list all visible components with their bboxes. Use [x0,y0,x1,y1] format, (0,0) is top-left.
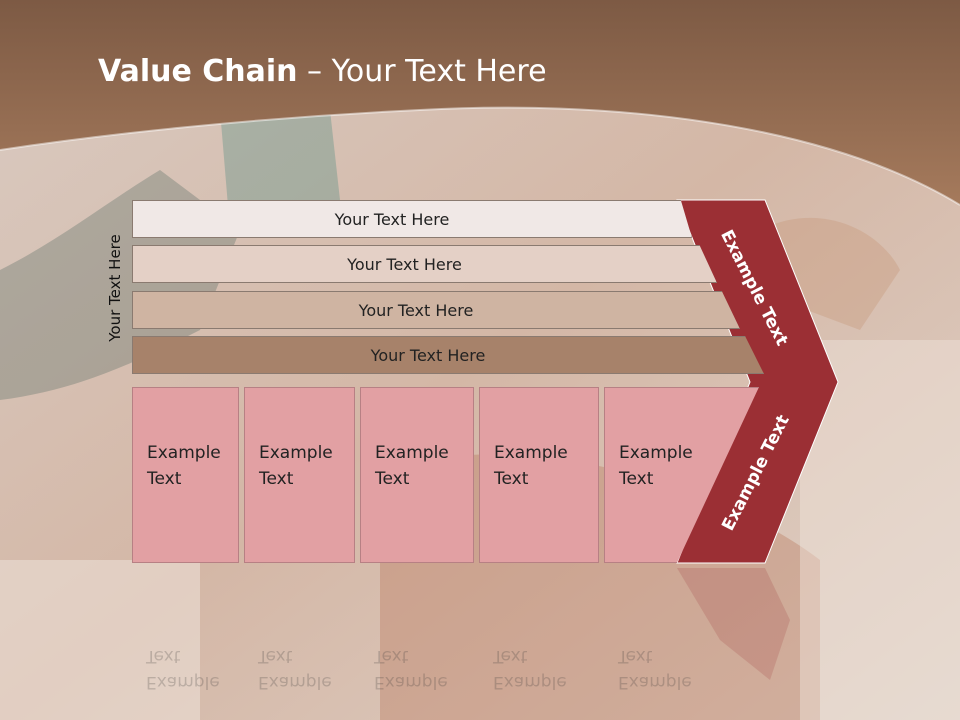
box-line1: Example [619,443,693,463]
box-line1: Example [375,443,449,463]
box-line2: Text [494,469,529,489]
box-line1: Example [494,443,568,463]
vertical-axis-label: Your Text Here [106,234,124,342]
box-line2: Text [375,469,410,489]
bar-label: Your Text Here [347,254,462,274]
slide-title: Value Chain – Your Text Here [98,54,547,89]
box-line1: Example [147,443,221,463]
box-line1: Example [259,443,333,463]
bar-label: Your Text Here [358,300,474,320]
support-bar-1: Your Text Here [132,200,692,238]
title-rest: – Your Text Here [297,54,547,89]
box-line2: Text [619,469,654,489]
support-bar-4: Your Text Here [132,336,764,374]
support-bar-3: Your Text Here [132,291,740,329]
box-line2: Text [259,469,294,489]
support-bar-2: Your Text Here [132,245,717,283]
bar-label: Your Text Here [334,209,450,229]
box-line2: Text [147,469,182,489]
title-bold: Value Chain [98,54,298,89]
bar-label: Your Text Here [370,345,486,365]
